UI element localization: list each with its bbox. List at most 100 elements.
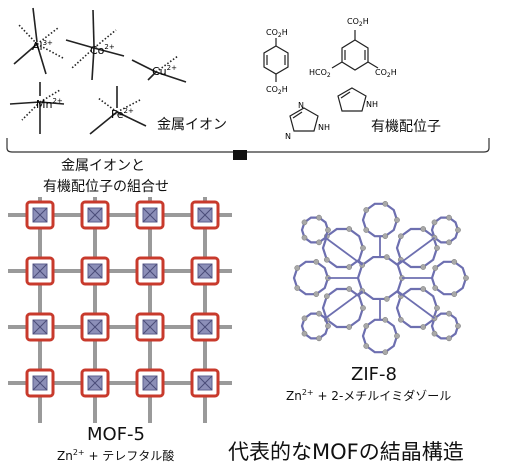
zif8-cage-ring bbox=[292, 260, 330, 296]
zif8-methyl-group bbox=[313, 258, 320, 265]
mof5-carboxylate-node bbox=[80, 312, 110, 342]
zif8-methyl-group bbox=[446, 310, 452, 317]
zif8-methyl-group bbox=[394, 217, 400, 223]
mof5-cluster-bond bbox=[32, 319, 48, 335]
triazole-structure bbox=[289, 107, 319, 132]
mof5-cluster-bond bbox=[197, 207, 213, 223]
components-diagram: Al3+ Co2+ Cu2+ Mn2+ bbox=[6, 7, 490, 160]
zif8-methyl-group bbox=[455, 227, 461, 233]
zif8-methyl-group bbox=[325, 227, 331, 233]
mof5-carboxylate-node bbox=[25, 368, 55, 398]
zif8-methyl-group bbox=[323, 256, 330, 263]
terephthalic-top-group: CO2H bbox=[266, 28, 288, 39]
mof5-cluster-bond bbox=[87, 319, 103, 335]
zif8-methyl-group bbox=[294, 265, 301, 271]
trimesic-right-group: CO2H bbox=[375, 68, 397, 79]
al-ion-label: Al3+ bbox=[32, 39, 53, 53]
zif8-methyl-group bbox=[432, 265, 439, 271]
zif8-cage-ring bbox=[321, 287, 365, 329]
mof5-cluster-bond bbox=[197, 319, 213, 335]
zif8-methyl-group bbox=[346, 286, 353, 292]
zif8-methyl-group bbox=[301, 219, 308, 226]
down-arrow bbox=[233, 150, 247, 160]
zif8-methyl-group bbox=[294, 285, 301, 291]
zif8-methyl-group bbox=[346, 324, 353, 330]
terephthalic-acid-structure bbox=[263, 38, 289, 82]
zif8-imidazolate-link bbox=[396, 259, 403, 265]
mof5-carboxylate-node bbox=[190, 312, 220, 342]
zif8-methyl-group bbox=[463, 275, 469, 281]
mof5-cluster-bond bbox=[32, 207, 48, 223]
zif8-cage-ring bbox=[361, 318, 399, 354]
mof5-cluster-bond bbox=[142, 375, 158, 391]
zif8-methyl-group bbox=[451, 258, 458, 265]
fe-ion-label: Fe2+ bbox=[111, 107, 134, 121]
mof5-carboxylate-node bbox=[135, 312, 165, 342]
mof5-carboxylate-node bbox=[135, 256, 165, 286]
zif8-methyl-group bbox=[420, 324, 427, 330]
zif8-methyl-group bbox=[363, 227, 370, 233]
al-ion-structure bbox=[13, 7, 64, 75]
mof5-cluster-bond bbox=[142, 207, 158, 223]
mof5-carboxylate-node bbox=[135, 200, 165, 230]
zif8-methyl-group bbox=[313, 291, 320, 298]
co-ion-structure bbox=[65, 9, 125, 81]
triazole-top-n-label: N bbox=[298, 101, 304, 110]
zif8-cage-ring bbox=[356, 255, 404, 301]
zif8-methyl-group bbox=[446, 239, 452, 246]
mof5-cluster-bond bbox=[142, 263, 158, 279]
zif8-methyl-group bbox=[363, 323, 370, 329]
zif8-methyl-group bbox=[316, 335, 322, 342]
mof5-cluster-bond bbox=[32, 263, 48, 279]
mof5-cluster-bond bbox=[32, 375, 48, 391]
zif8-methyl-group bbox=[420, 264, 427, 270]
zif8-crystal-structure bbox=[292, 200, 469, 356]
mof5-composition: Zn2+ + テレフタル酸 bbox=[57, 448, 175, 463]
zif8-methyl-group bbox=[451, 291, 458, 298]
figure-caption: 代表的なMOFの結晶構造 bbox=[228, 440, 464, 464]
zif8-methyl-group bbox=[316, 310, 322, 317]
trimesic-top-group: CO2H bbox=[347, 17, 369, 28]
zif8-methyl-group bbox=[382, 316, 389, 323]
zif8-imidazolate-link bbox=[396, 291, 403, 297]
triazole-nh-label: NH bbox=[318, 123, 330, 132]
co-ion-label: Co2+ bbox=[90, 43, 115, 57]
zif8-cage-ring bbox=[361, 202, 399, 238]
zif8-cage-ring bbox=[395, 227, 439, 269]
mof5-name: MOF-5 bbox=[87, 424, 145, 445]
zif8-methyl-group bbox=[323, 293, 330, 300]
zif8-methyl-group bbox=[360, 245, 366, 251]
mof5-cluster-bond bbox=[87, 207, 103, 223]
cu-ion-structure bbox=[131, 55, 187, 83]
grouping-bracket bbox=[6, 138, 490, 153]
zif8-methyl-group bbox=[383, 296, 390, 302]
mn-ion-structure bbox=[9, 82, 65, 134]
metal-ions-label: 金属イオン bbox=[157, 117, 227, 133]
zif8-composition: Zn2+ + 2-メチルイミダゾール bbox=[286, 388, 452, 403]
zif8-methyl-group bbox=[325, 323, 331, 329]
zif8-methyl-group bbox=[346, 226, 353, 232]
zif8-methyl-group bbox=[420, 286, 427, 292]
zif8-methyl-group bbox=[301, 330, 308, 337]
zif8-methyl-group bbox=[394, 333, 400, 339]
mof5-cluster-bond bbox=[197, 375, 213, 391]
organic-ligands-label: 有機配位子 bbox=[371, 119, 441, 135]
mof5-carboxylate-node bbox=[80, 256, 110, 286]
trimesic-acid-structure bbox=[331, 30, 379, 71]
mof5-carboxylate-node bbox=[190, 368, 220, 398]
zif8-methyl-group bbox=[446, 214, 452, 221]
zif8-methyl-group bbox=[432, 285, 439, 291]
zif8-methyl-group bbox=[316, 214, 322, 221]
mof5-carboxylate-node bbox=[25, 312, 55, 342]
zif8-methyl-group bbox=[346, 264, 353, 270]
terephthalic-bottom-group: CO2H bbox=[266, 85, 288, 96]
mof5-cluster-bond bbox=[87, 375, 103, 391]
imidazole-structure bbox=[337, 87, 367, 112]
mof5-cluster-bond bbox=[87, 263, 103, 279]
mof5-crystal-structure bbox=[8, 197, 232, 423]
zif8-methyl-group bbox=[397, 316, 404, 323]
zif8-methyl-group bbox=[446, 335, 452, 342]
zif8-imidazolate-link bbox=[324, 236, 363, 266]
imidazole-nh-label: NH bbox=[366, 100, 378, 109]
zif8-imidazolate-link bbox=[397, 290, 436, 320]
